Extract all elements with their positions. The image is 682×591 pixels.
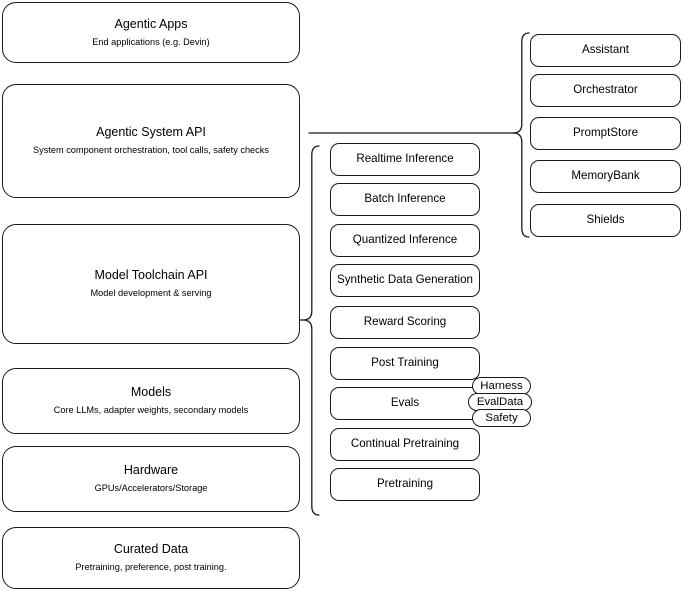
- stack-layer-subtitle: End applications (e.g. Devin): [92, 36, 210, 47]
- toolchain-api-label: Reward Scoring: [363, 315, 447, 329]
- toolchain-api-node[interactable]: Reward Scoring: [330, 306, 480, 339]
- system-api-label: Shields: [586, 213, 625, 227]
- stack-layer-title: Agentic Apps: [114, 16, 188, 31]
- brace-toolchain-apis: [302, 145, 320, 516]
- toolchain-api-node[interactable]: Post Training: [330, 347, 480, 380]
- toolchain-api-label: Continual Pretraining: [350, 437, 460, 451]
- toolchain-api-label: Synthetic Data Generation: [337, 273, 473, 287]
- toolchain-api-node[interactable]: Quantized Inference: [330, 224, 480, 257]
- brace-system-apis: [512, 32, 530, 238]
- toolchain-api-label: Post Training: [371, 356, 439, 370]
- stack-layer-title: Agentic System API: [96, 125, 206, 140]
- system-api-node[interactable]: PromptStore: [530, 117, 681, 150]
- toolchain-api-node[interactable]: Batch Inference: [330, 183, 480, 216]
- stack-layer-subtitle: Pretraining, preference, post training.: [75, 562, 227, 573]
- stack-layer-subtitle: System component orchestration, tool cal…: [33, 145, 269, 156]
- stack-layer-agentic-system-api[interactable]: Agentic System API System component orche…: [2, 84, 300, 198]
- system-api-node[interactable]: MemoryBank: [530, 160, 681, 193]
- system-api-node[interactable]: Orchestrator: [530, 74, 681, 107]
- stack-layer-title: Model Toolchain API: [94, 268, 208, 283]
- evals-subcomponent-label: Harness: [480, 380, 523, 392]
- system-api-node[interactable]: Shields: [530, 204, 681, 237]
- toolchain-api-node[interactable]: Realtime Inference: [330, 143, 480, 176]
- system-api-label: MemoryBank: [571, 169, 640, 183]
- system-api-label: Assistant: [581, 43, 630, 57]
- toolchain-api-node[interactable]: Continual Pretraining: [330, 428, 480, 461]
- stack-layer-model-toolchain-api[interactable]: Model Toolchain API Model development & s…: [2, 224, 300, 344]
- toolchain-api-label: Pretraining: [376, 477, 434, 491]
- toolchain-api-label: Realtime Inference: [356, 152, 454, 166]
- stack-layer-subtitle: Core LLMs, adapter weights, secondary mo…: [53, 405, 249, 416]
- toolchain-api-label: Quantized Inference: [352, 233, 458, 247]
- toolchain-api-node[interactable]: Evals: [330, 387, 480, 420]
- stack-layer-subtitle: GPUs/Accelerators/Storage: [94, 483, 208, 494]
- evals-subcomponent-pill[interactable]: Safety: [472, 409, 531, 427]
- stack-layer-title: Models: [130, 385, 172, 400]
- toolchain-api-node[interactable]: Pretraining: [330, 468, 480, 501]
- toolchain-api-node[interactable]: Synthetic Data Generation: [330, 264, 480, 297]
- toolchain-api-label: Batch Inference: [364, 192, 446, 206]
- stack-layer-title: Hardware: [123, 463, 179, 478]
- system-api-node[interactable]: Assistant: [530, 34, 681, 67]
- system-api-label: Orchestrator: [573, 83, 638, 97]
- system-api-label: PromptStore: [572, 126, 639, 140]
- toolchain-api-label: Evals: [390, 396, 420, 410]
- stack-layer-subtitle: Model development & serving: [90, 288, 212, 299]
- evals-subcomponent-label: Safety: [485, 412, 518, 424]
- stack-layer-title: Curated Data: [113, 542, 189, 557]
- evals-subcomponent-label: EvalData: [476, 396, 524, 408]
